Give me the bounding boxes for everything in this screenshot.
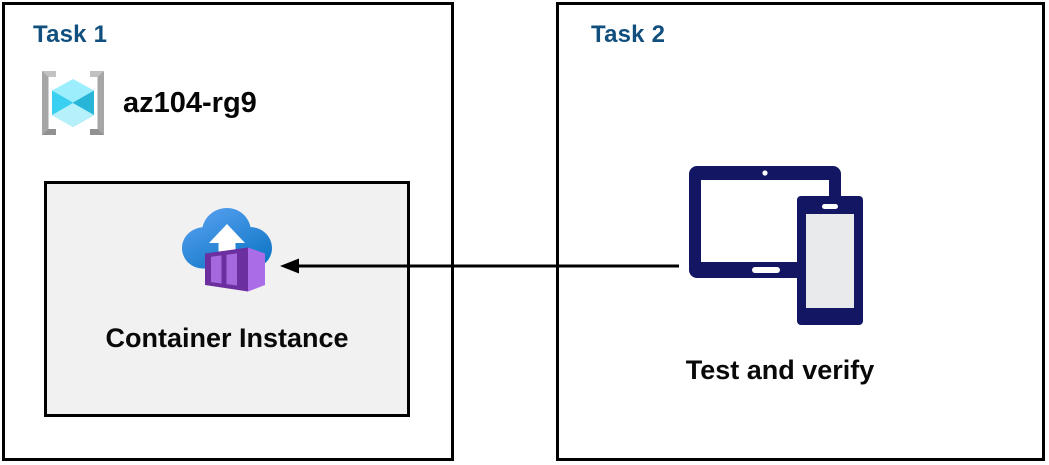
container-instance-label: Container Instance — [105, 323, 349, 353]
devices-tablet-phone-icon — [689, 166, 863, 325]
azure-container-instance-icon — [182, 208, 272, 292]
panel-title-task2: Task 2 — [591, 21, 666, 48]
azure-resource-group-icon — [42, 71, 104, 135]
resource-group-row: az104-rg9 — [35, 65, 257, 141]
container-instance-box: Container Instance — [44, 181, 410, 417]
panel-title-task1: Task 1 — [33, 21, 108, 48]
flow-arrow — [280, 258, 679, 274]
test-verify-label: Test and verify — [685, 355, 875, 385]
task-panel-task1: Task 1 az104-rg9 — [2, 2, 454, 461]
resource-group-label: az104-rg9 — [123, 87, 257, 119]
